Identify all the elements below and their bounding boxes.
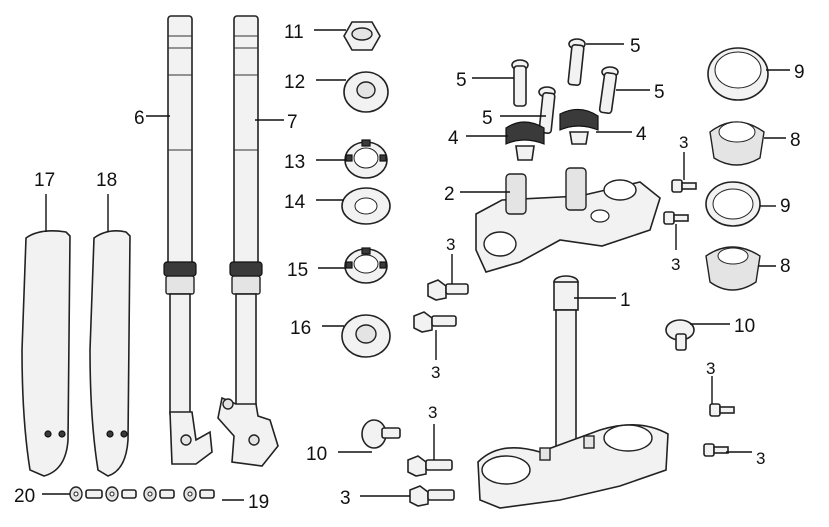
callout-labels: 6 7 11 12 13 14 15 16 17 18 20 19 5 5 5 …	[14, 22, 805, 513]
callout-10a: 10	[734, 316, 755, 337]
small-bolts-right	[663, 179, 735, 457]
callout-17: 17	[34, 170, 55, 191]
fork-guard-right	[89, 230, 131, 477]
callout-5b: 5	[630, 36, 641, 57]
callout-15: 15	[287, 260, 308, 281]
washer-12	[343, 71, 389, 113]
callout-7: 7	[287, 112, 298, 133]
callout-3h: 3	[756, 449, 765, 468]
callout-3d: 3	[671, 255, 680, 274]
callout-3g: 3	[706, 359, 715, 378]
guard-bolts	[69, 486, 215, 502]
plug-left	[361, 419, 401, 449]
plug-right	[665, 319, 695, 351]
fork-leg-left	[163, 15, 213, 465]
callout-8a: 8	[790, 130, 801, 151]
bearing-upper	[709, 121, 765, 166]
callout-4a: 4	[448, 128, 459, 149]
callout-3a: 3	[446, 235, 455, 254]
callout-14: 14	[284, 192, 306, 213]
callout-5d: 5	[482, 108, 493, 129]
washer-14	[341, 187, 391, 225]
callout-5c: 5	[654, 82, 665, 103]
clamp-bolts	[511, 38, 619, 135]
bearing-race-upper	[707, 47, 769, 101]
castle-nut-15	[344, 247, 388, 284]
callout-3f: 3	[340, 488, 351, 509]
callout-8b: 8	[780, 256, 791, 277]
callout-16: 16	[290, 318, 311, 339]
bearing-race-lower	[705, 181, 761, 227]
callout-19: 19	[248, 492, 269, 513]
upper-triple-clamp	[475, 167, 661, 273]
callout-9a: 9	[794, 62, 805, 83]
castle-nut-13	[344, 139, 388, 179]
callout-9b: 9	[780, 196, 791, 217]
leader-lines	[42, 29, 790, 501]
handlebar-clamps	[505, 108, 599, 161]
callout-18: 18	[96, 170, 117, 191]
callout-12: 12	[284, 72, 305, 93]
callout-20: 20	[14, 486, 35, 507]
callout-3b: 3	[431, 363, 440, 382]
bearing-lower	[705, 246, 761, 291]
callout-6: 6	[134, 108, 145, 129]
callout-2: 2	[444, 184, 455, 205]
steering-stem	[477, 275, 669, 509]
callout-13: 13	[284, 152, 305, 173]
callout-1: 1	[620, 290, 631, 311]
callout-10b: 10	[306, 444, 327, 465]
callout-3e: 3	[428, 403, 437, 422]
stem-nut	[343, 21, 381, 51]
fork-leg-right	[217, 15, 279, 467]
callout-11: 11	[284, 22, 304, 43]
fork-guard-left	[21, 230, 71, 477]
washer-16	[341, 314, 391, 358]
callout-5a: 5	[456, 70, 467, 91]
callout-3c: 3	[679, 133, 688, 152]
callout-4b: 4	[636, 124, 647, 145]
clamp-bolts-left	[407, 279, 469, 507]
